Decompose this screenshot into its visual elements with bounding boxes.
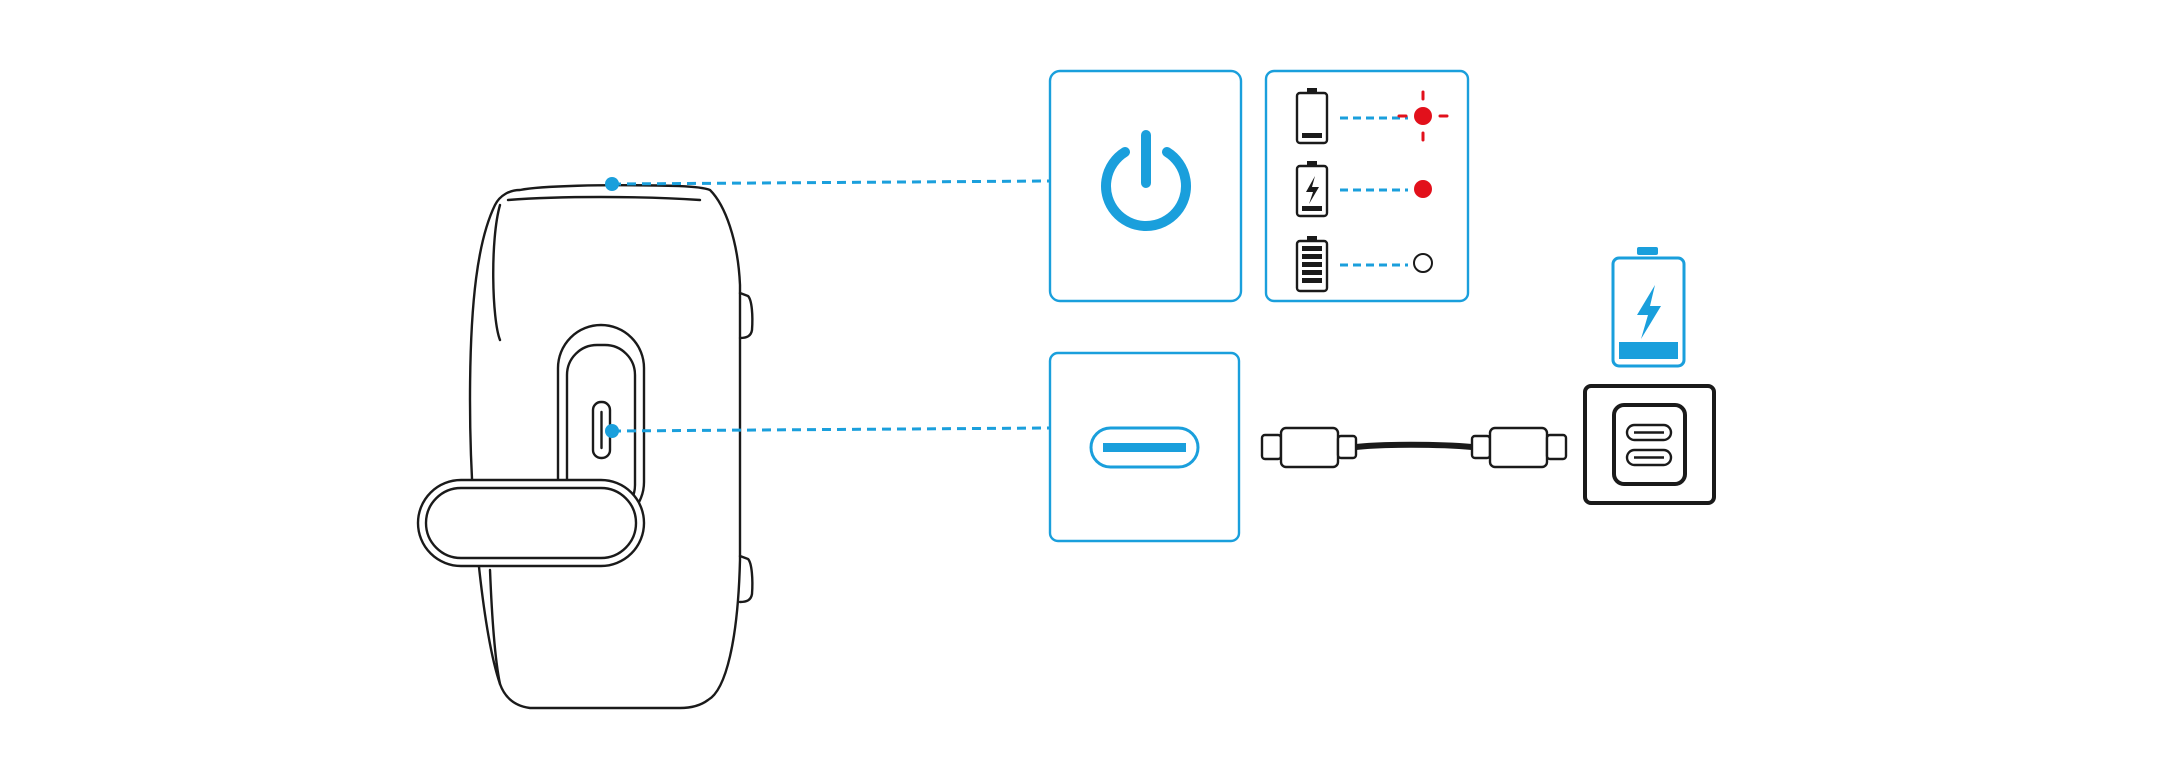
speaker-body-outline: [468, 184, 742, 710]
speaker-side-view: [416, 184, 754, 710]
usb-c-cable-icon: [1260, 426, 1568, 469]
battery-low-icon: [1295, 88, 1329, 145]
power-button-marker: [605, 177, 619, 191]
battery-status-box: [1264, 69, 1470, 303]
speaker-inner-contour-bottom: [488, 568, 502, 686]
speaker-side-button-top: [738, 291, 754, 340]
speaker-strap: [416, 478, 646, 568]
usb-c-power-adapter-icon: [1583, 384, 1716, 505]
battery-full-icon: [1295, 236, 1329, 293]
battery-charging-large-icon: [1611, 247, 1686, 368]
speaker-strap-inner: [424, 486, 638, 560]
usb-c-callout-box: [1048, 351, 1241, 543]
speaker-side-button-bottom: [738, 554, 754, 604]
red-solid-led-icon: [1414, 180, 1432, 198]
power-callout-box: [1048, 69, 1243, 303]
battery-charging-icon: [1295, 161, 1329, 218]
power-icon: [1101, 130, 1191, 232]
speaker-top-edge: [506, 195, 702, 202]
usb-c-leader-line: [611, 426, 1051, 433]
red-blinking-led-icon: [1397, 90, 1449, 142]
leader-lines: [611, 179, 1051, 433]
usb-c-port-marker: [605, 424, 619, 438]
led-off-icon: [1413, 253, 1433, 273]
power-leader-line: [611, 179, 1051, 186]
usb-c-port-icon: [1089, 426, 1200, 469]
speaker-inner-contour-left: [492, 203, 502, 342]
